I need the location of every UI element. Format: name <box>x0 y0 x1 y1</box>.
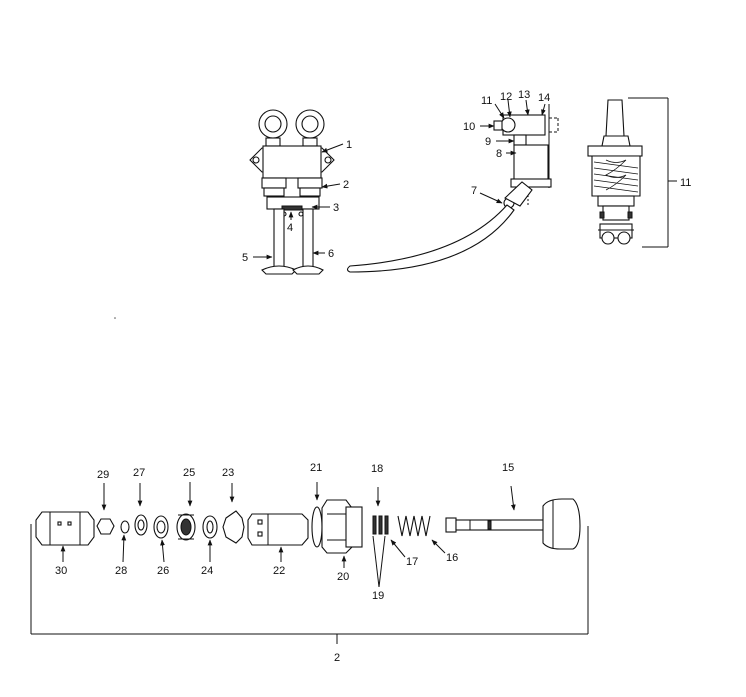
bottom-leaders <box>60 482 516 588</box>
callout-3: 3 <box>333 202 339 214</box>
callout-19: 19 <box>372 590 384 602</box>
callout-8: 8 <box>496 148 502 160</box>
callout-11: 11 <box>481 95 492 107</box>
callout-15: 15 <box>502 462 514 474</box>
callout-5: 5 <box>242 252 248 264</box>
top-left-leaders <box>253 143 344 260</box>
callout-labels-top: 1 2 3 4 5 6 7 8 9 10 11 12 13 14 11 <box>242 89 691 264</box>
callout-28: 28 <box>115 565 127 577</box>
callout-30: 30 <box>55 565 67 577</box>
pedal-valve-front-view <box>249 109 335 275</box>
callout-18: 18 <box>371 463 383 475</box>
callout-7: 7 <box>471 185 477 197</box>
callout-29: 29 <box>97 469 109 481</box>
callout-22: 22 <box>273 565 285 577</box>
callout-6: 6 <box>328 248 334 260</box>
callout-2-assembly: 2 <box>334 652 340 664</box>
callout-13: 13 <box>518 89 530 101</box>
callout-1: 1 <box>346 139 352 151</box>
callout-14: 14 <box>538 92 550 104</box>
callout-16: 16 <box>446 552 458 564</box>
cartridge-section-view <box>587 97 677 248</box>
callout-9: 9 <box>485 136 491 148</box>
callout-20: 20 <box>337 571 349 583</box>
callout-27: 27 <box>133 467 145 479</box>
callout-4: 4 <box>287 222 293 234</box>
callout-2: 2 <box>343 179 349 191</box>
exploded-assembly <box>30 498 589 644</box>
callout-21: 21 <box>310 462 322 474</box>
callout-11-section: 11 <box>680 177 691 189</box>
callout-26: 26 <box>157 565 169 577</box>
callout-17: 17 <box>406 556 418 568</box>
callout-23: 23 <box>222 467 234 479</box>
callout-labels-bottom: 15 16 17 18 19 20 21 22 23 24 25 26 27 2… <box>55 462 514 664</box>
callout-25: 25 <box>183 467 195 479</box>
pedal-valve-side-view <box>346 104 559 273</box>
callout-10: 10 <box>463 121 475 133</box>
stray-mark <box>114 317 116 319</box>
top-middle-leaders <box>479 99 546 204</box>
callout-12: 12 <box>500 91 512 103</box>
callout-24: 24 <box>201 565 213 577</box>
